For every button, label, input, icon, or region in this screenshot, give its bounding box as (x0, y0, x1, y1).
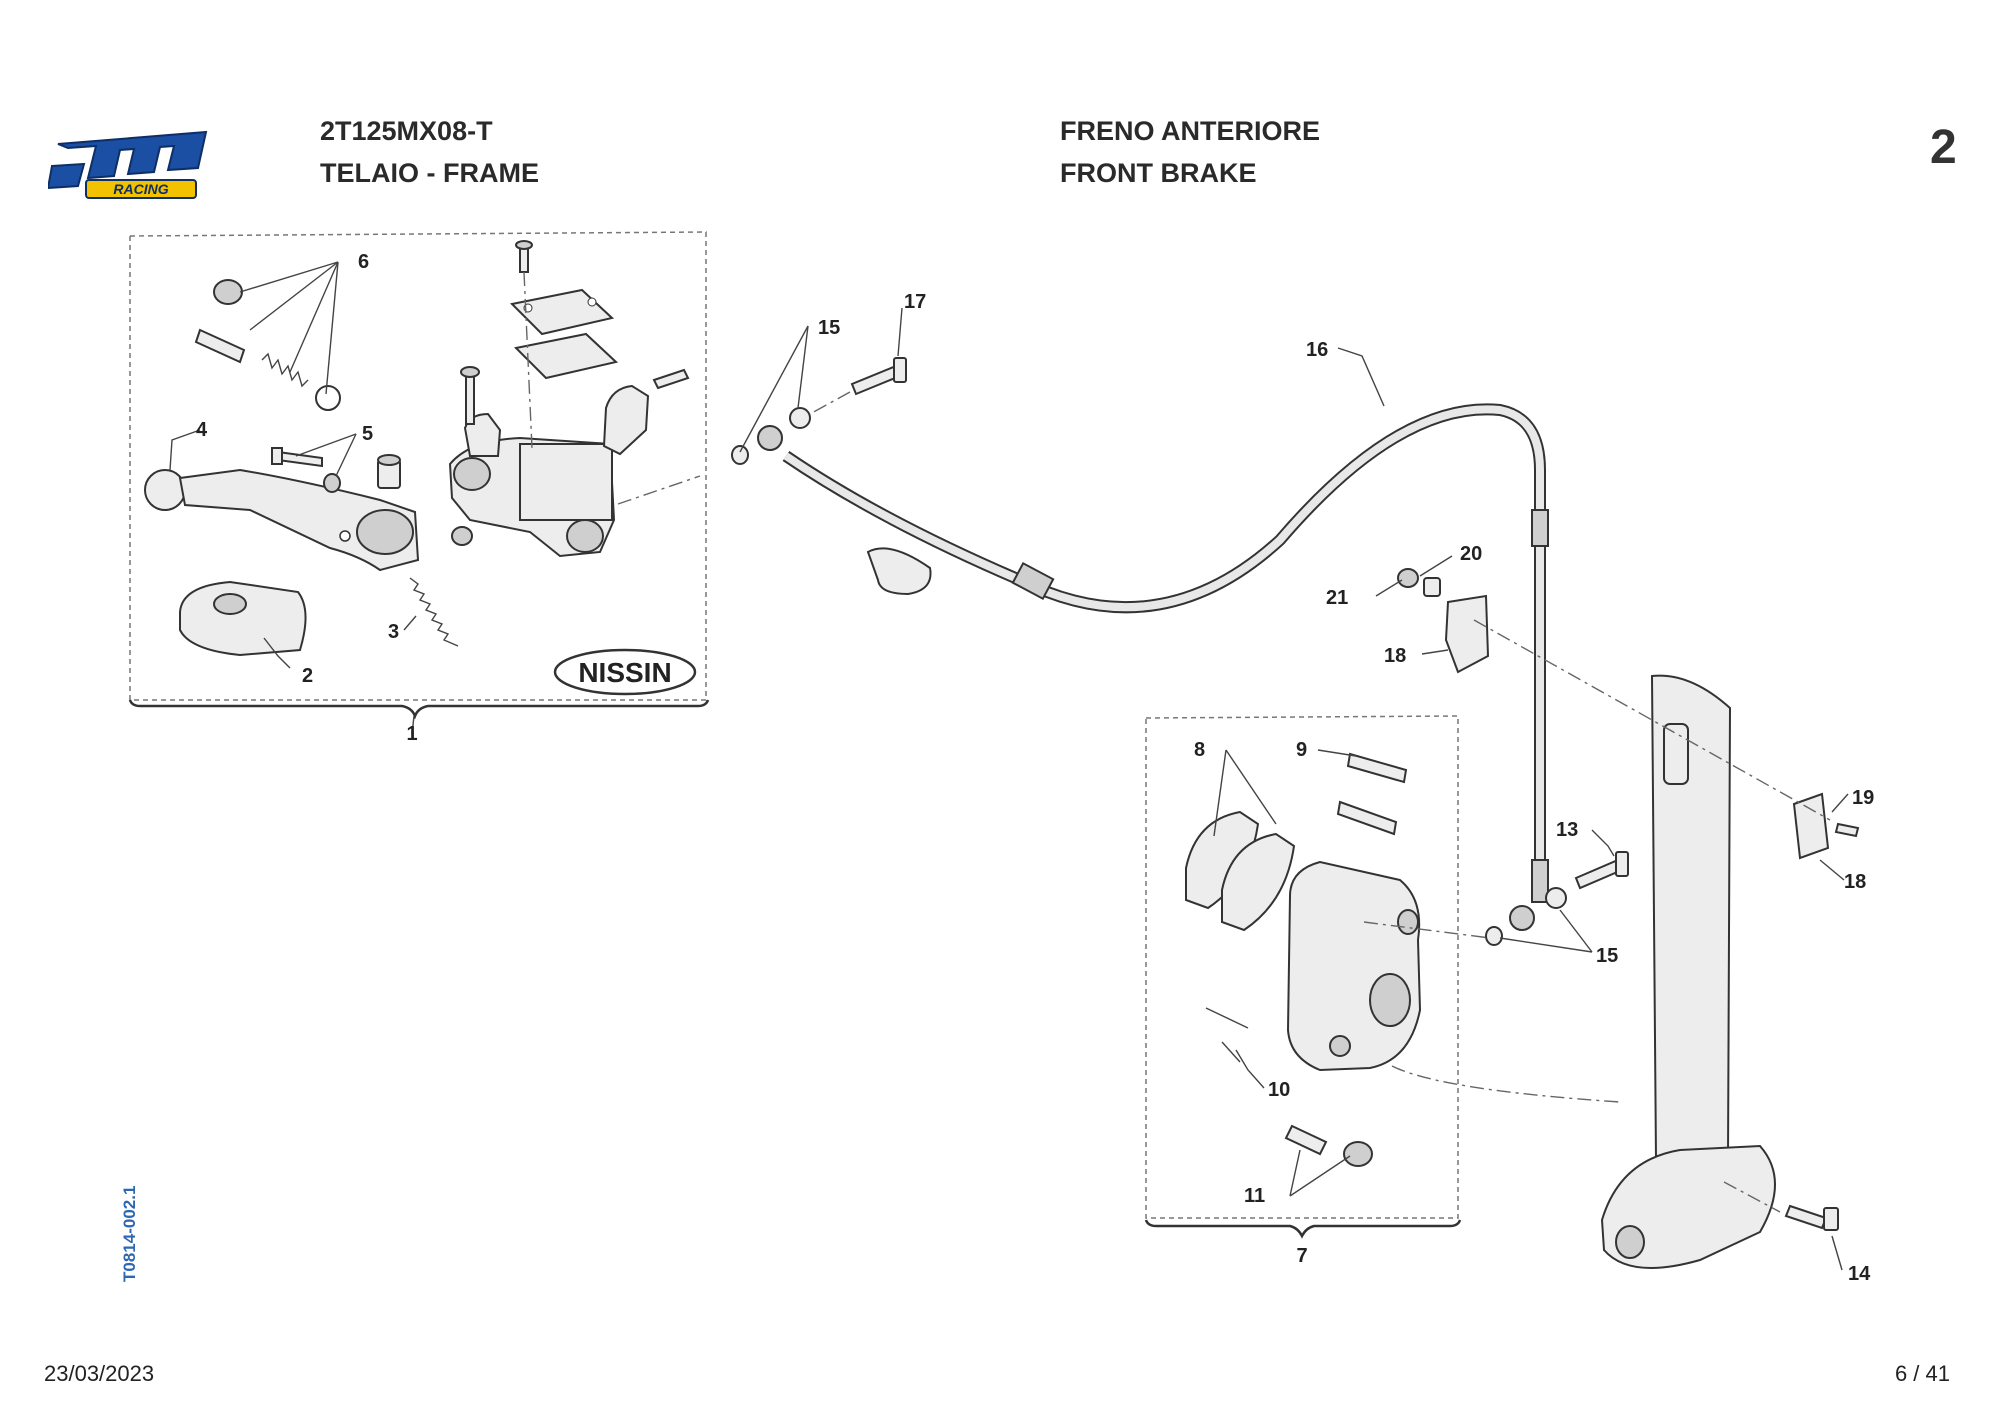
callout-13: 13 (1556, 819, 1578, 841)
callout-2: 2 (302, 665, 313, 687)
callout-9: 9 (1296, 739, 1307, 761)
nissin-label: NISSIN (578, 657, 671, 688)
document-code: T0814-002.1 (120, 1185, 139, 1282)
callout-3: 3 (388, 621, 399, 643)
master-cylinder-body (448, 412, 616, 558)
callout-16: 16 (1306, 339, 1328, 361)
callout-1: 1 (406, 723, 417, 745)
callout-4: 4 (196, 419, 208, 441)
caliper-slide-pins (1284, 1124, 1373, 1167)
callout-17: 17 (904, 291, 926, 313)
banjo-upper (731, 407, 811, 465)
brake-lever (144, 468, 420, 572)
hose-bracket-upper (1397, 568, 1490, 674)
lever-pivot-bolt (271, 447, 341, 493)
model-code: 2T125MX08-T (320, 116, 493, 146)
reservoir-gasket (513, 332, 619, 380)
section-name: TELAIO - FRAME (320, 158, 539, 188)
callout-21: 21 (1326, 587, 1348, 609)
page-index: 6 / 41 (1894, 1361, 1950, 1386)
pad-springs (1336, 752, 1408, 836)
handlebar-clamp (451, 368, 690, 546)
callout-8: 8 (1194, 739, 1205, 761)
cap-screws (460, 240, 533, 425)
callout-numbers: 6 4 5 3 2 1 15 17 16 20 21 18 8 9 10 11 … (196, 251, 1874, 1285)
page-number: 2 (1930, 121, 1957, 174)
callout-10: 10 (1268, 1079, 1290, 1101)
callout-7: 7 (1296, 1245, 1307, 1267)
logo-mark (48, 130, 208, 199)
brake-hose (782, 403, 1549, 903)
callout-5: 5 (362, 423, 373, 445)
group-title-italian: FRENO ANTERIORE (1060, 116, 1321, 146)
callout-6: 6 (358, 251, 369, 273)
callout-20: 20 (1460, 543, 1482, 565)
print-date: 23/03/2023 (44, 1361, 155, 1386)
nissin-brand-badge: NISSIN (553, 648, 697, 696)
lever-dust-cover (179, 580, 307, 657)
logo-subtext: RACING (113, 181, 168, 197)
banjo-bolt-upper (850, 357, 907, 396)
callout-18-upper: 18 (1384, 645, 1406, 667)
group-title-english: FRONT BRAKE (1060, 158, 1257, 188)
brake-pads (1185, 810, 1296, 932)
assembly-lines (523, 271, 1831, 1213)
reservoir-cap (509, 288, 615, 336)
callout-leaders (169, 261, 1849, 1271)
piston-kit (194, 279, 341, 411)
caliper-mount-bolt (1784, 1204, 1839, 1231)
cable-tie (866, 547, 932, 596)
fork-leg (1600, 674, 1776, 1269)
callout-15-lower: 15 (1596, 945, 1618, 967)
callout-11: 11 (1244, 1185, 1265, 1207)
master-cylinder-group (128, 231, 710, 720)
tm-racing-logo: RACING (48, 130, 208, 199)
banjo-lower (1485, 851, 1629, 946)
caliper-group (1144, 715, 1462, 1239)
callout-15-upper: 15 (818, 317, 840, 339)
lever-spring (409, 577, 459, 647)
callout-14: 14 (1848, 1263, 1871, 1285)
pad-pin (1205, 1007, 1249, 1063)
pivot-bushing (377, 454, 401, 489)
callout-19: 19 (1852, 787, 1874, 809)
hose-bracket-lower (1792, 792, 1860, 860)
callout-18-lower: 18 (1844, 871, 1866, 893)
brake-caliper (1286, 860, 1422, 1072)
